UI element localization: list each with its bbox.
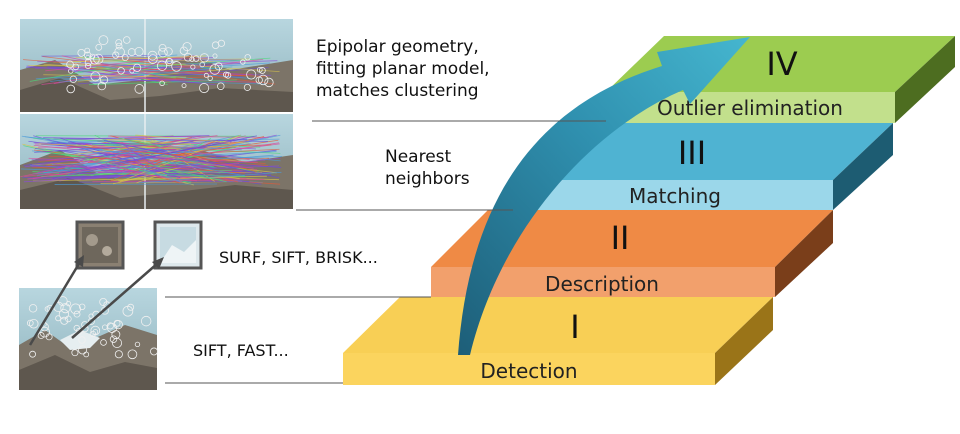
stage-detection: I Detection <box>343 297 773 385</box>
detection-result-image <box>19 288 158 390</box>
stage-detection-label: Detection <box>480 359 577 383</box>
stage-detection-top <box>343 297 773 353</box>
matching-result-image <box>20 114 293 209</box>
stage-outlier-label: Outlier elimination <box>657 96 843 120</box>
stage-outlier-numeral: IV <box>766 45 797 83</box>
descriptor-patch-rock <box>77 222 123 268</box>
matching-methods-text: Nearest neighbors <box>385 146 470 190</box>
outlier-methods-text: Epipolar geometry, fitting planar model,… <box>316 36 490 102</box>
detection-methods-text: SIFT, FAST... <box>193 340 289 362</box>
stage-detection-numeral: I <box>570 308 579 346</box>
stage-description-numeral: II <box>611 219 630 257</box>
description-methods-text: SURF, SIFT, BRISK... <box>219 247 378 269</box>
outlier-result-image <box>20 19 293 112</box>
stage-description-label: Description <box>545 272 659 296</box>
stage-matching-numeral: III <box>678 134 706 172</box>
stage-matching-label: Matching <box>629 184 721 208</box>
